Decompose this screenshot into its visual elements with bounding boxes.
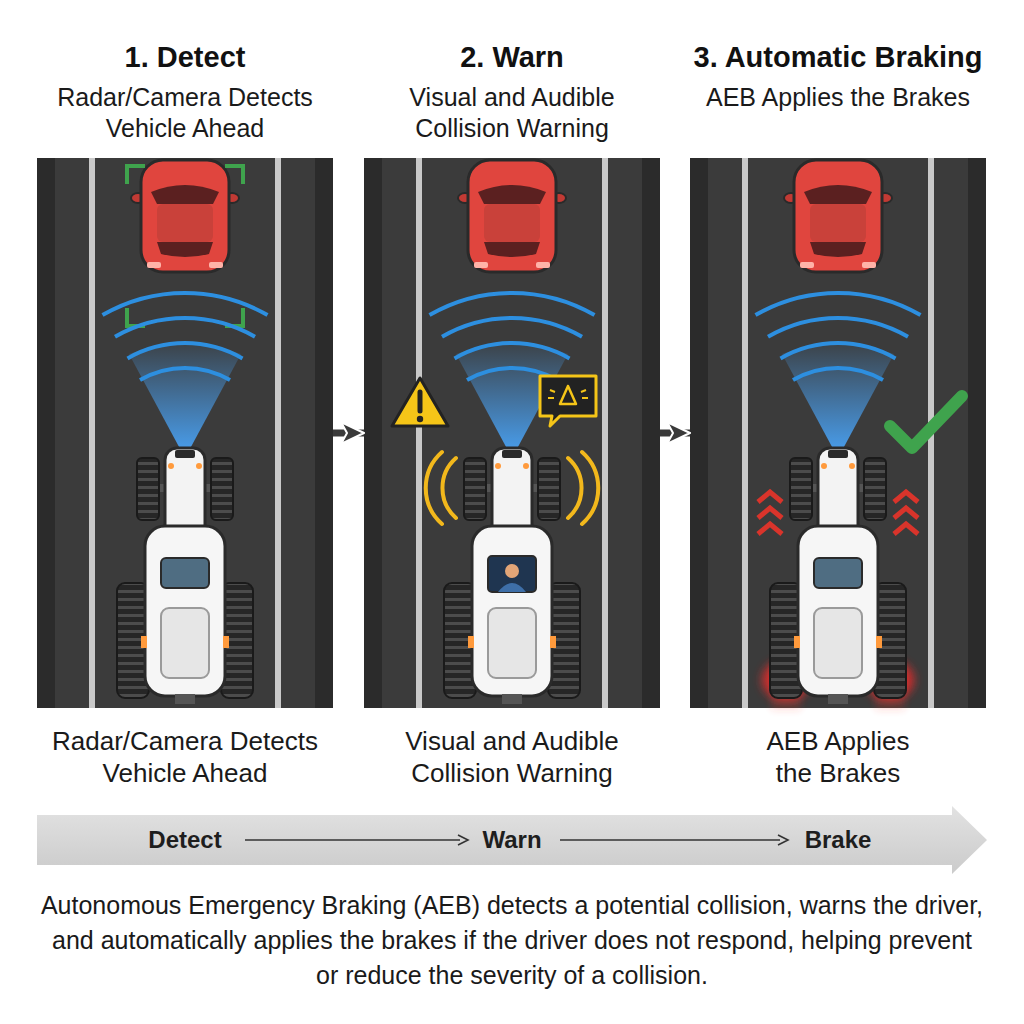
sound-arc [426,452,442,524]
cabin-interior [488,556,536,592]
panel-caption: Visual and Audible Collision Warning [364,725,660,789]
tractor [770,448,906,704]
road [37,158,333,708]
sound-arc [442,458,456,518]
exclamation-dot [417,416,423,422]
stage-label: Brake [805,825,872,855]
road-panel: 3. Automatic BrakingAEB Applies the Brak… [690,158,986,708]
chevron [758,524,782,534]
chevron [894,524,918,534]
panel-heading: 2. Warn [344,40,680,74]
road [690,158,986,708]
panel-heading: 1. Detect [17,40,353,74]
red-car [131,160,239,272]
driver-body [498,583,526,592]
road-panel: 1. DetectRadar/Camera Detects Vehicle Ah… [37,158,333,708]
flow-arrow [333,430,364,437]
flow-arrow [660,430,690,437]
triangle-shape [392,378,448,426]
exclamation-bar [418,392,423,411]
road-panel: 2. WarnVisual and Audible Collision Warn… [364,158,660,708]
panel-caption: AEB Applies the Brakes [753,725,923,789]
step-arrowhead [458,835,468,845]
alert-rays [548,390,588,398]
panel-brake-art [690,158,986,708]
alert-display-icon [540,376,596,426]
panel-detect-art [37,158,333,708]
stage-label: Detect [148,825,221,855]
step-arrow-line [560,839,780,841]
braking-chevrons [758,492,918,534]
panel-warn-art [364,158,660,708]
chevron [894,508,918,518]
panel-subtitle: Visual and Audible Collision Warning [364,82,660,144]
chevron [758,492,782,502]
process-band [37,806,987,874]
figure-caption: Autonomous Emergency Braking (AEB) detec… [40,888,984,993]
tractor [444,448,580,704]
red-car [458,160,566,272]
warning-triangle [392,378,448,426]
bracket-corner [127,166,145,184]
check-mark [890,396,962,448]
chevron [894,492,918,502]
sound-arc [568,458,582,518]
road [364,158,660,708]
red-car [784,160,892,272]
sound-arc [582,452,598,524]
panel-caption: Radar/Camera Detects Vehicle Ahead [37,725,333,789]
step-arrow-line [245,839,460,841]
panel-subtitle: Radar/Camera Detects Vehicle Ahead [37,82,333,144]
band-arrow [37,806,987,874]
driver-head [505,564,519,578]
tractor [117,448,253,704]
speech-bubble [540,376,596,426]
sensor-beam [103,293,268,458]
mini-triangle [560,386,576,404]
bracket-corner [225,166,243,184]
detection-bracket [127,166,243,326]
chevron [758,508,782,518]
panel-subtitle: AEB Applies the Brakes [690,82,986,113]
driver [488,556,536,592]
panel-heading: 3. Automatic Braking [670,40,1006,74]
audible-alert [426,452,599,524]
stage-label: Warn [482,825,541,855]
step-arrowhead [778,835,788,845]
